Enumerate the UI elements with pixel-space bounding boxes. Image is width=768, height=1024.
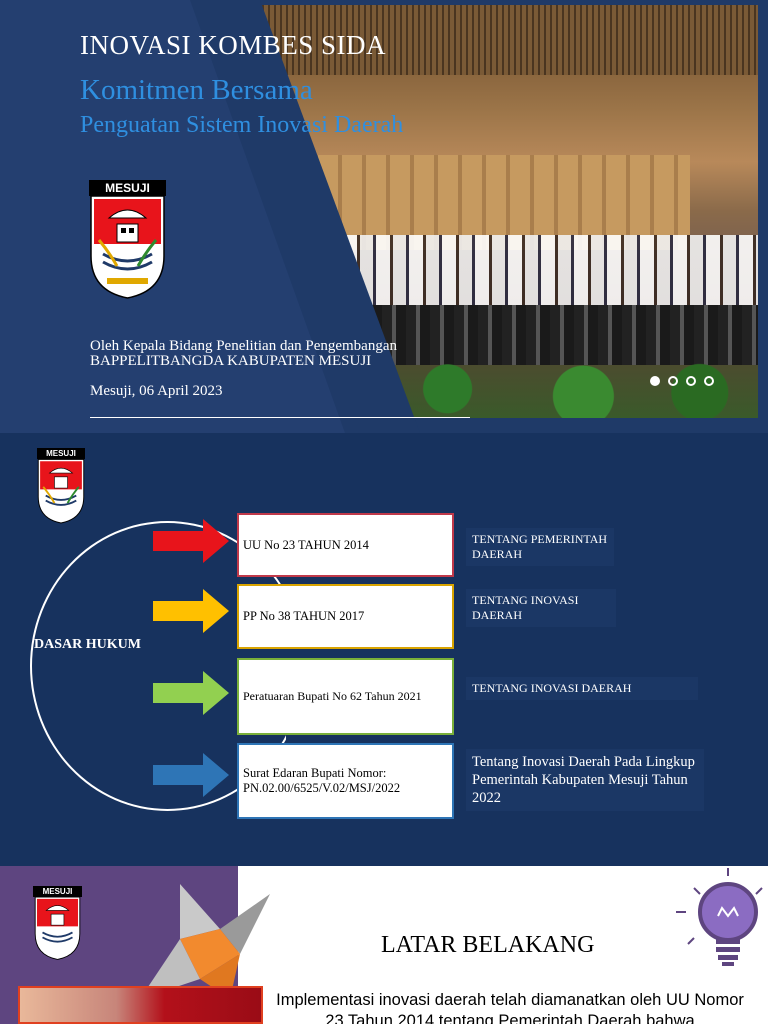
shield-icon <box>37 459 85 524</box>
origami-bird-icon <box>140 884 270 999</box>
background-slide: MESUJI LATAR BELAKANG Implementasi inova… <box>0 866 768 1024</box>
shield-icon <box>34 897 81 960</box>
green-arrow-icon <box>153 671 229 715</box>
law-box-3: Peratuaran Bupati No 62 Tahun 2021 <box>237 658 454 735</box>
law-box-2: PP No 38 TAHUN 2017 <box>237 584 454 649</box>
blue-arrow-icon <box>153 753 229 797</box>
legal-basis-slide: MESUJI DASAR HUKUM UU No 23 TAHUN 2014 T… <box>0 433 768 866</box>
law-desc-2: TENTANG INOVASI DAERAH <box>466 589 616 627</box>
lightbulb-icon <box>676 868 763 966</box>
law-desc-1: TENTANG PEMERINTAH DAERAH <box>466 528 614 566</box>
law-desc-4: Tentang Inovasi Daerah Pada Lingkup Peme… <box>466 749 704 811</box>
logo-banner: MESUJI <box>33 886 82 897</box>
photo-ceiling <box>190 5 758 75</box>
title-slide: INOVASI KOMBES SIDA Komitmen Bersama Pen… <box>0 0 768 433</box>
presentation-date: Mesuji, 06 April 2023 <box>90 383 223 399</box>
carousel-dots <box>650 376 714 386</box>
dasar-hukum-label: DASAR HUKUM <box>34 637 141 652</box>
carousel-dot-3[interactable] <box>686 376 696 386</box>
carousel-dot-2[interactable] <box>668 376 678 386</box>
logo-banner: MESUJI <box>37 448 85 459</box>
slide-title: INOVASI KOMBES SIDA <box>80 30 387 60</box>
law-box-4: Surat Edaran Bupati Nomor: PN.02.00/6525… <box>237 743 454 819</box>
shield-icon <box>90 196 165 299</box>
mesuji-logo: MESUJI <box>33 886 82 960</box>
red-arrow-icon <box>153 519 229 563</box>
law-box-1: UU No 23 TAHUN 2014 <box>237 513 454 577</box>
section-body-text: Implementasi inovasi daerah telah diaman… <box>276 991 744 1024</box>
mesuji-logo: MESUJI <box>37 448 85 524</box>
slide-subtitle-2: Penguatan Sistem Inovasi Daerah <box>80 112 404 138</box>
yellow-arrow-icon <box>153 589 229 633</box>
law-desc-3: TENTANG INOVASI DAERAH <box>466 677 698 700</box>
carousel-dot-4[interactable] <box>704 376 714 386</box>
byline-position: Oleh Kepala Bidang Penelitian dan Pengem… <box>90 338 397 354</box>
section-heading: LATAR BELAKANG <box>381 932 595 958</box>
event-photo-thumbnail <box>18 986 263 1024</box>
logo-banner: MESUJI <box>89 180 166 196</box>
mesuji-logo: MESUJI <box>89 180 166 299</box>
carousel-dot-1[interactable] <box>650 376 660 386</box>
divider-line <box>90 417 470 418</box>
byline-agency: BAPPELITBANGDA KABUPATEN MESUJI <box>90 353 372 369</box>
slide-subtitle-1: Komitmen Bersama <box>80 74 313 106</box>
